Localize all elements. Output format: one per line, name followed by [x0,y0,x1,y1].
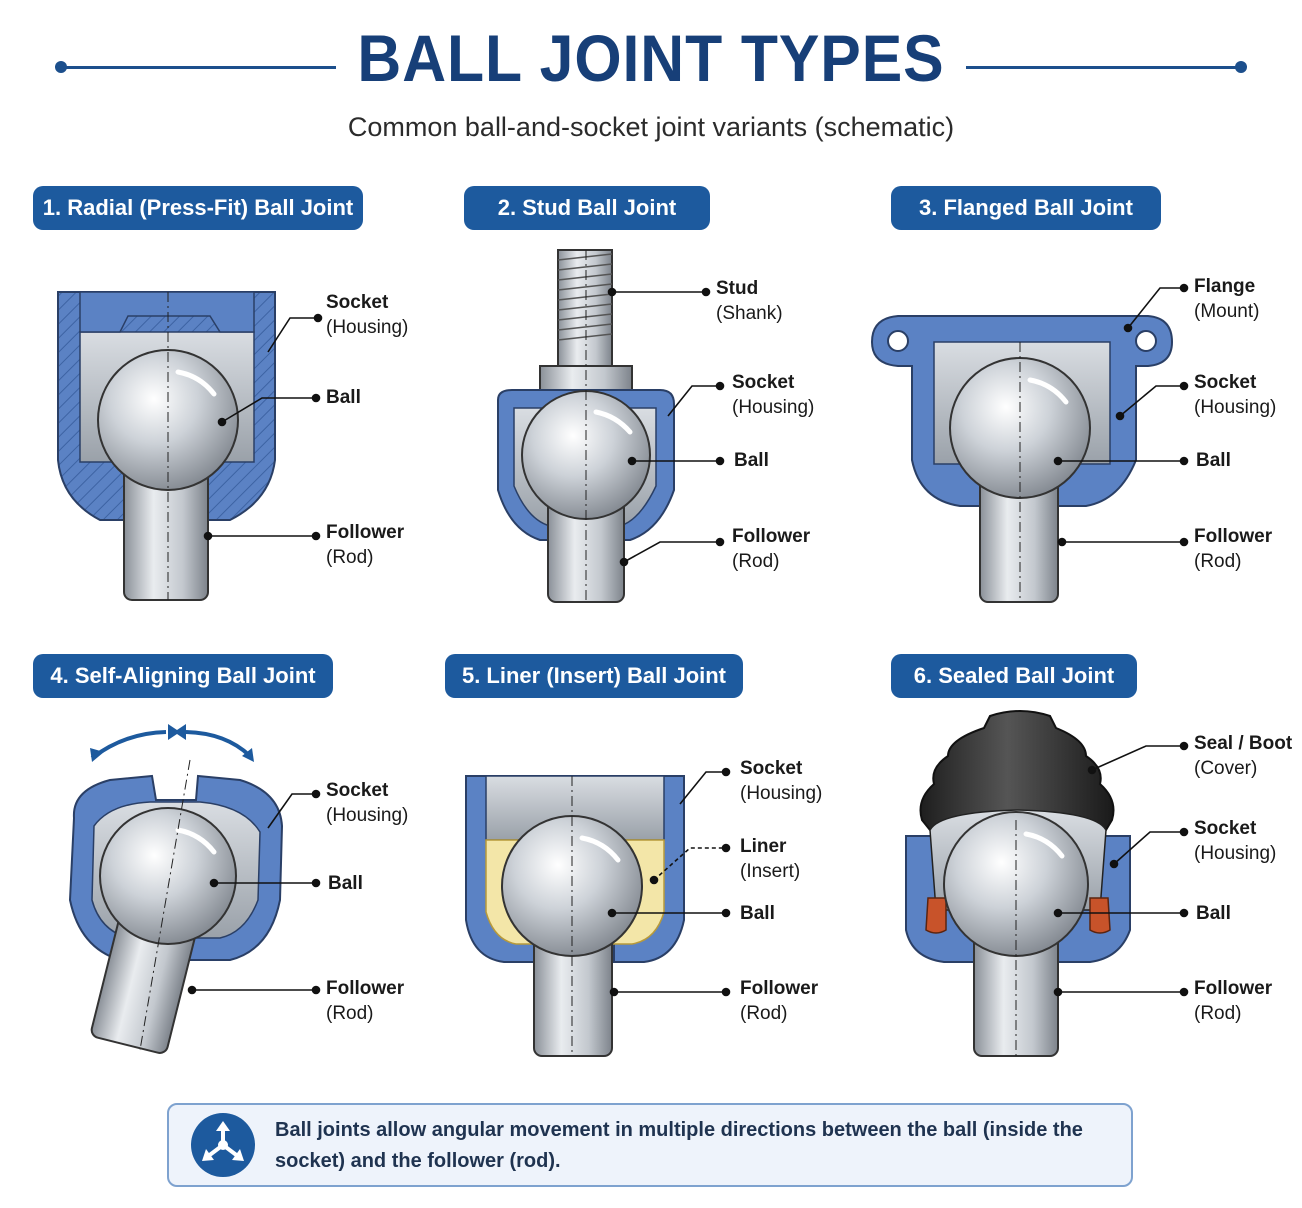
seal-lip-left [925,897,947,934]
label-follower: Follower(Rod) [1194,526,1273,572]
label-follower: Follower(Rod) [326,978,405,1024]
panel-6-diagram [905,710,1131,1057]
info-note: Ball joints allow angular movement in mu… [167,1103,1133,1187]
label-socket: Socket(Housing) [740,758,823,804]
panel-3-leaders [1053,283,1189,547]
label-ball: Ball [326,387,361,408]
panel-1-diagram [57,291,276,601]
panel-4-title: 4. Self-Aligning Ball Joint [33,654,333,698]
panel-2-diagram [497,249,675,603]
label-socket: Socket(Housing) [1194,372,1277,418]
label-ball: Ball [740,903,775,924]
motion-arrow-left [90,730,167,760]
label-stud: Stud(Shank) [716,278,783,324]
seal-boot [919,710,1115,831]
label-follower: Follower(Rod) [326,522,405,568]
label-socket: Socket(Housing) [732,372,815,418]
panel-4-leaders [187,789,321,995]
label-ball: Ball [734,450,769,471]
label-seal-boot: Seal / Boot(Cover) [1194,733,1293,779]
page-title: BALL JOINT TYPES [357,21,945,95]
panel-6-title: 6. Sealed Ball Joint [891,654,1137,698]
title-rule-left-dot [55,61,67,73]
panel-2-leaders [607,287,725,567]
label-follower: Follower(Rod) [1194,978,1273,1024]
label-socket: Socket(Housing) [1194,818,1277,864]
motion-arrow-right [185,730,252,758]
panel-3-title: 3. Flanged Ball Joint [891,186,1161,230]
panel-6-leaders [1053,741,1189,997]
label-ball: Ball [1196,450,1231,471]
title-rule-right [966,66,1242,69]
panel-5-title: 5. Liner (Insert) Ball Joint [445,654,743,698]
seal-lip-right [1089,897,1111,934]
label-follower: Follower(Rod) [740,978,819,1024]
page-subtitle: Common ball-and-socket joint variants (s… [347,112,955,142]
panel-2-title: 2. Stud Ball Joint [464,186,710,230]
label-liner: Liner(Insert) [740,836,801,882]
panel-5-leaders [607,767,731,997]
label-follower: Follower(Rod) [732,526,811,572]
label-socket: Socket(Housing) [326,292,409,338]
label-socket: Socket(Housing) [326,780,409,826]
socket-top-recess [79,291,255,333]
ball [99,807,237,945]
flange-hole-left [887,330,909,352]
label-ball: Ball [328,873,363,894]
label-ball: Ball [1196,903,1231,924]
panel-1-title: 1. Radial (Press-Fit) Ball Joint [33,186,363,230]
title-rule-right-dot [1235,61,1247,73]
info-note-text: Ball joints allow angular movement in mu… [275,1119,1083,1172]
panel-3-diagram [870,315,1174,603]
label-flange: Flange(Mount) [1194,276,1260,322]
three-way-arrows-icon [191,1113,255,1177]
panel-1-leaders [203,313,323,541]
panel-5-diagram [465,775,685,1057]
flange-hole-right [1135,330,1157,352]
title-rule-left [60,66,336,69]
panel-4-diagram [68,724,284,1054]
